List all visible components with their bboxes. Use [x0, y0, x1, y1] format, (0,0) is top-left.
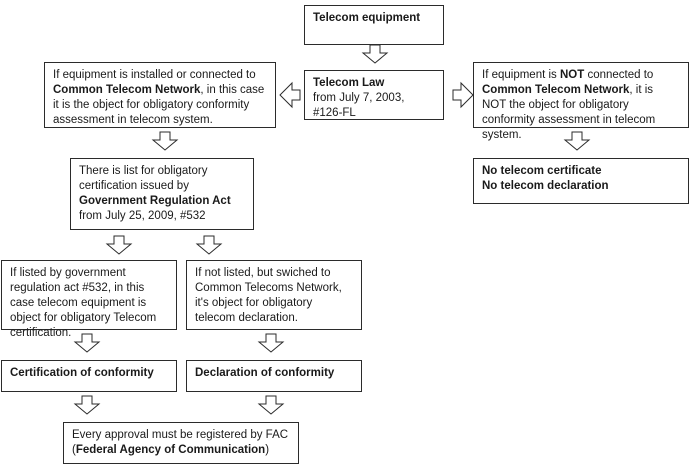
certification-box: Certification of conformity [1, 360, 177, 392]
installed-bold: Common Telecom Network [53, 83, 201, 96]
installed-box: If equipment is installed or connected t… [44, 62, 276, 128]
telecom-law-title: Telecom Law [313, 77, 385, 89]
arrow-list-to-notlisted [195, 235, 223, 255]
not-listed-box: If not listed, but swiched to Common Tel… [186, 260, 362, 330]
arrow-list-to-listed [105, 235, 133, 255]
registered-box: Every approval must be registered by FAC… [63, 422, 299, 464]
registered-bold: Federal Agency of Communication [75, 443, 266, 456]
arrow-notconnected-to-nocert [563, 131, 591, 151]
arrow-listed-to-certification [73, 333, 101, 353]
installed-post: , in this case it is the object for obli… [53, 83, 265, 126]
certification-title: Certification of conformity [10, 367, 154, 379]
telecom-law-text: from July 7, 2003, #126-FL [313, 91, 405, 119]
list-bold: Government Regulation Act [79, 194, 231, 207]
arrow-equipment-to-law [361, 44, 389, 64]
declaration-box: Declaration of conformity [186, 360, 362, 392]
registered-open: ( [72, 443, 76, 456]
registered-close: ) [265, 443, 270, 456]
no-certificate-line2: No telecom declaration [482, 179, 609, 192]
telecom-equipment-box: Telecom equipment [304, 5, 444, 45]
telecom-equipment-title: Telecom equipment [313, 12, 421, 24]
no-certificate-box: No telecom certificate No telecom declar… [473, 158, 689, 204]
not-listed-text: If not listed, but swiched to Common Tel… [195, 267, 342, 324]
list-pre: There is list for obligatory certificati… [79, 165, 208, 192]
list-post: from July 25, 2009, #532 [79, 209, 206, 222]
declaration-title: Declaration of conformity [195, 367, 335, 379]
arrow-notlisted-to-declaration [257, 333, 285, 353]
not-connected-mid: connected to [584, 69, 654, 81]
arrow-declaration-to-registered [257, 395, 285, 415]
listed-text: If listed by government regulation act #… [10, 267, 157, 339]
listed-box: If listed by government regulation act #… [1, 260, 177, 339]
arrow-law-to-installed [279, 81, 301, 109]
arrow-law-to-notconnected [452, 81, 474, 109]
arrow-certification-to-registered [73, 395, 101, 415]
not-connected-post: , it is NOT the object for obligatory co… [482, 83, 656, 141]
not-connected-bold2: Common Telecom Network [482, 83, 630, 96]
registered-pre: Every approval must be registered by FAC [72, 429, 289, 441]
not-connected-pre: If equipment is [482, 69, 560, 81]
not-connected-box: If equipment is NOT connected to Common … [473, 62, 689, 141]
no-certificate-line1: No telecom certificate [482, 165, 602, 177]
not-connected-bold1: NOT [559, 69, 585, 81]
installed-pre: If equipment is installed or connected t… [53, 69, 256, 81]
arrow-installed-to-list [151, 131, 179, 151]
telecom-law-box: Telecom Law from July 7, 2003, #126-FL [304, 70, 444, 120]
obligatory-list-box: There is list for obligatory certificati… [70, 158, 254, 230]
